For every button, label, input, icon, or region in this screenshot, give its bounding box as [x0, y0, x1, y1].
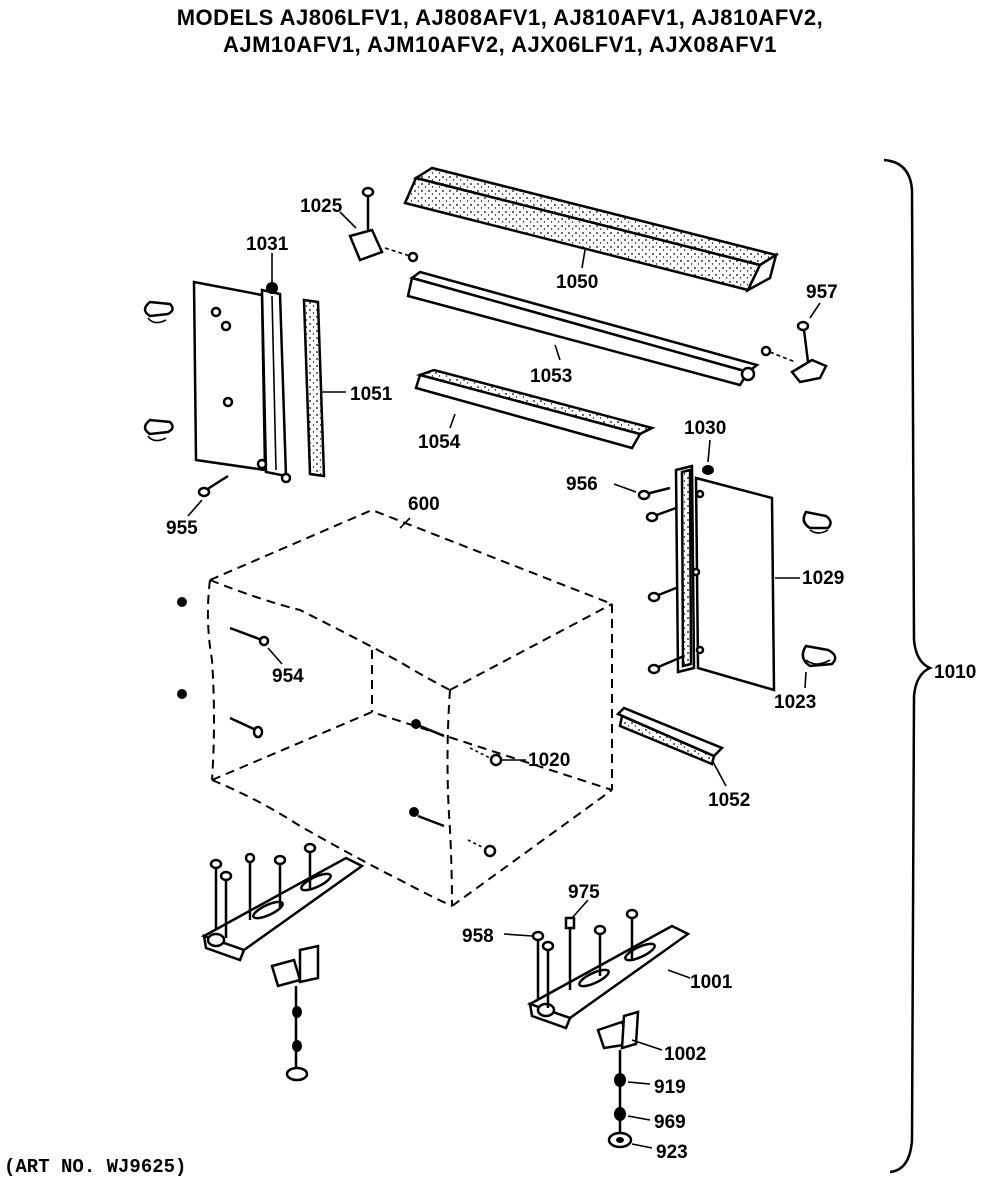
- callout-955: 955: [166, 518, 198, 539]
- leader-1054: [449, 413, 456, 429]
- right-panel-screws: [637, 486, 685, 675]
- callout-1050: 1050: [556, 272, 598, 293]
- leader-1052: [711, 759, 727, 787]
- callout-1031: 1031: [246, 234, 289, 255]
- callout-975: 975: [568, 882, 600, 903]
- callout-1053: 1053: [530, 366, 572, 387]
- callout-1030: 1030: [684, 418, 726, 439]
- callout-919: 919: [654, 1077, 686, 1098]
- part-1001-mounting-rail: [526, 908, 691, 1030]
- callout-1029: 1029: [802, 568, 844, 589]
- leader-919: [627, 1081, 651, 1085]
- part-1025-bracket: [348, 186, 419, 263]
- leader-954: [267, 647, 283, 665]
- leader-1001: [667, 969, 691, 979]
- callout-1052: 1052: [708, 790, 750, 811]
- leader-1053: [554, 344, 561, 361]
- part-957-bracket: [760, 320, 828, 384]
- callout-1051: 1051: [350, 384, 393, 405]
- callout-1025: 1025: [300, 196, 343, 217]
- callout-1001: 1001: [690, 972, 733, 993]
- part-955-screw: [197, 474, 229, 498]
- leader-1050: [581, 249, 586, 269]
- left-clip-lower: [143, 418, 174, 442]
- callout-923: 923: [656, 1142, 688, 1163]
- art-number: (ART NO. WJ9625): [4, 1156, 186, 1178]
- left-mounting-rail: [200, 842, 365, 1082]
- part-923-pad: [607, 1131, 633, 1149]
- callout-1054: 1054: [418, 432, 461, 453]
- leader-1030: [707, 439, 711, 463]
- callout-956: 956: [566, 474, 598, 495]
- callout-600: 600: [408, 494, 440, 515]
- leader-1023: [804, 671, 807, 689]
- callout-1020: 1020: [528, 750, 570, 771]
- part-1002-bracket: [596, 1010, 640, 1050]
- part-975-screw: [564, 916, 576, 930]
- leader-975: [571, 899, 589, 919]
- part-600-cabinet-outline: [206, 508, 613, 907]
- callout-1002: 1002: [664, 1044, 706, 1065]
- leader-956: [613, 483, 637, 493]
- left-side-panel: [192, 280, 326, 484]
- callout-1023: 1023: [774, 692, 816, 713]
- part-1053-strip: [406, 270, 760, 387]
- right-side-panel: [674, 464, 776, 692]
- part-1052-rail: [615, 706, 725, 766]
- right-clip-upper: [802, 510, 832, 534]
- callout-958: 958: [462, 926, 494, 947]
- leader-1025: [339, 211, 357, 229]
- part-1054-strip: [414, 368, 656, 450]
- part-1010-brace: [883, 158, 934, 1174]
- diagram-title-line-2: AJM10AFV1, AJM10AFV2, AJX06LFV1, AJX08AF…: [222, 32, 778, 57]
- callout-969: 969: [654, 1112, 686, 1133]
- leader-958: [503, 933, 533, 937]
- diagram-title-line-1: MODELS AJ806LFV1, AJ808AFV1, AJ810AFV1, …: [176, 5, 824, 30]
- leader-955: [187, 499, 203, 517]
- callout-954: 954: [272, 666, 304, 687]
- callout-957: 957: [806, 282, 838, 303]
- part-969-washer: [614, 1107, 626, 1121]
- leader-1002: [631, 1039, 663, 1051]
- leader-957: [809, 302, 821, 319]
- part-1023-clip: [801, 644, 837, 668]
- left-clip-upper: [143, 300, 174, 324]
- callout-1010: 1010: [934, 662, 976, 683]
- cabinet-screws: [177, 597, 503, 858]
- leader-923: [631, 1143, 653, 1149]
- leader-600: [399, 517, 411, 529]
- part-1050-top-strip: [403, 166, 780, 293]
- part-919-washer: [614, 1050, 626, 1136]
- leader-969: [627, 1115, 651, 1121]
